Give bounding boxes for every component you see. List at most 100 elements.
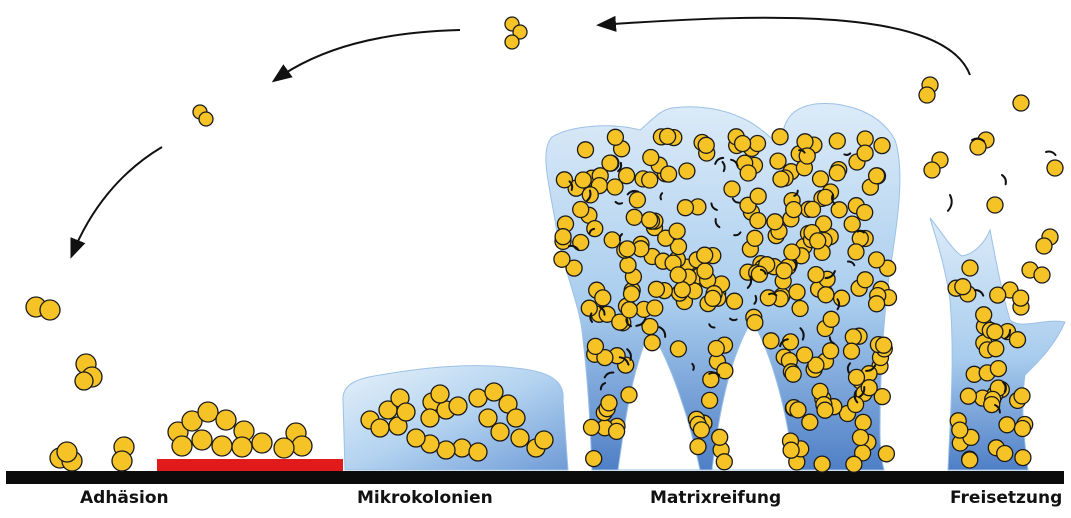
bacterium-cell (697, 247, 713, 263)
bacterium-cell (770, 153, 786, 169)
bacterium-cell (584, 419, 600, 435)
bacterium-cell (919, 87, 935, 103)
bacterium-cell (57, 442, 77, 462)
bacterium-cell (1014, 388, 1030, 404)
bacterium-cell (437, 441, 455, 459)
bacterium-cell (823, 343, 839, 359)
bacterium-cell (857, 205, 873, 221)
bacterium-cell (987, 197, 1003, 213)
bacterium-cell (274, 438, 294, 458)
bacterium-cell (607, 129, 623, 145)
bacterium-cell (232, 437, 252, 457)
bacterium-cell (469, 443, 487, 461)
bacterium-cell (112, 451, 132, 471)
bacterium-cell (252, 433, 272, 453)
bacterium-cell (784, 244, 800, 260)
bacterium-cell (670, 341, 686, 357)
bacterium-cell (669, 223, 685, 239)
bacterium-cell (829, 165, 845, 181)
bacterium-cell (586, 451, 602, 467)
bacterium-cell (797, 347, 813, 363)
bacterium-cell (292, 436, 312, 456)
bacterium-cell (987, 324, 1003, 340)
bacterium-cell (997, 446, 1013, 462)
matrix-fragment (948, 195, 952, 211)
bacterium-cell (876, 337, 892, 353)
bacterium-cell (587, 338, 603, 354)
bacterium-cell (661, 166, 677, 182)
bacterium-cell (199, 112, 213, 126)
bacterium-cell (609, 423, 625, 439)
substrate-surface (6, 471, 1064, 484)
bacterium-cell (491, 423, 509, 441)
bacterium-cell (874, 138, 890, 154)
bacterium-cell (767, 214, 783, 230)
bacterium-cell (431, 385, 449, 403)
bacterium-cell (371, 419, 389, 437)
bacterium-cell (648, 281, 664, 297)
bacterium-cell (693, 422, 709, 438)
bacterium-cell (747, 315, 763, 331)
bacterium-cell (705, 290, 721, 306)
bacterium-cell (747, 230, 763, 246)
bacterium-cell (853, 430, 869, 446)
bacterium-cell (984, 397, 1000, 413)
bacterium-cell (575, 172, 591, 188)
bacterium-cell (1034, 267, 1050, 283)
bacterium-cell (602, 155, 618, 171)
bacterium-cell (976, 307, 992, 323)
bacterium-cell (1015, 421, 1031, 437)
bacterium-cell (75, 372, 93, 390)
bacterium-cell (772, 129, 788, 145)
bacterium-cell (581, 300, 597, 316)
bacterium-cell (813, 171, 829, 187)
bacterium-cell (960, 388, 976, 404)
bacterium-cell (407, 429, 425, 447)
bacterium-cell (789, 284, 805, 300)
bacterium-cell (619, 241, 635, 257)
bacterium-cell (869, 252, 885, 268)
bacterium-cell (735, 136, 751, 152)
bacterium-cell (818, 287, 834, 303)
bacterium-cell (677, 200, 693, 216)
bacterium-cell (621, 387, 637, 403)
bacterium-cell (802, 414, 818, 430)
bacterium-cell (216, 410, 236, 430)
cycle-arrow-upper-left (275, 30, 460, 80)
bacterium-cell (962, 260, 978, 276)
bacterium-cell (990, 287, 1006, 303)
bacterium-cell (717, 363, 733, 379)
bacterium-cell (647, 300, 663, 316)
bacterium-cell (848, 244, 864, 260)
bacterium-cell (626, 209, 642, 225)
bacterium-cell (192, 430, 212, 450)
stage-label-dispersal: Freisetzung (950, 488, 1062, 508)
bacterium-cell (1013, 290, 1029, 306)
bacterium-cell (595, 290, 611, 306)
stage-label-microcolonies: Mikrokolonien (357, 488, 493, 508)
bacterium-cell (962, 452, 978, 468)
bacterium-cell (740, 165, 756, 181)
bacterium-cell (535, 431, 553, 449)
bacterium-cell (750, 213, 766, 229)
cycle-arrow-return (600, 18, 970, 75)
bacterium-cell (750, 188, 766, 204)
stage-label-adhesion: Adhäsion (80, 488, 169, 508)
bacterium-cell (556, 172, 572, 188)
bacterium-cell (829, 133, 845, 149)
stage-label-matrix-maturation: Matrixreifung (650, 488, 781, 508)
bacterium-cell (869, 168, 885, 184)
bacterium-cell (712, 429, 728, 445)
bacterium-cell (708, 341, 724, 357)
bacterium-cell (643, 150, 659, 166)
bacterium-cell (698, 137, 714, 153)
bacterium-cell (783, 334, 799, 350)
bacterium-cell (40, 300, 60, 320)
bacterium-cell (773, 171, 789, 187)
bacterium-cell (690, 439, 706, 455)
bacterium-cell (952, 422, 968, 438)
cycle-arrow-lower-left (72, 147, 162, 255)
bacterium-cell (810, 233, 826, 249)
bacterium-cell (507, 409, 525, 427)
